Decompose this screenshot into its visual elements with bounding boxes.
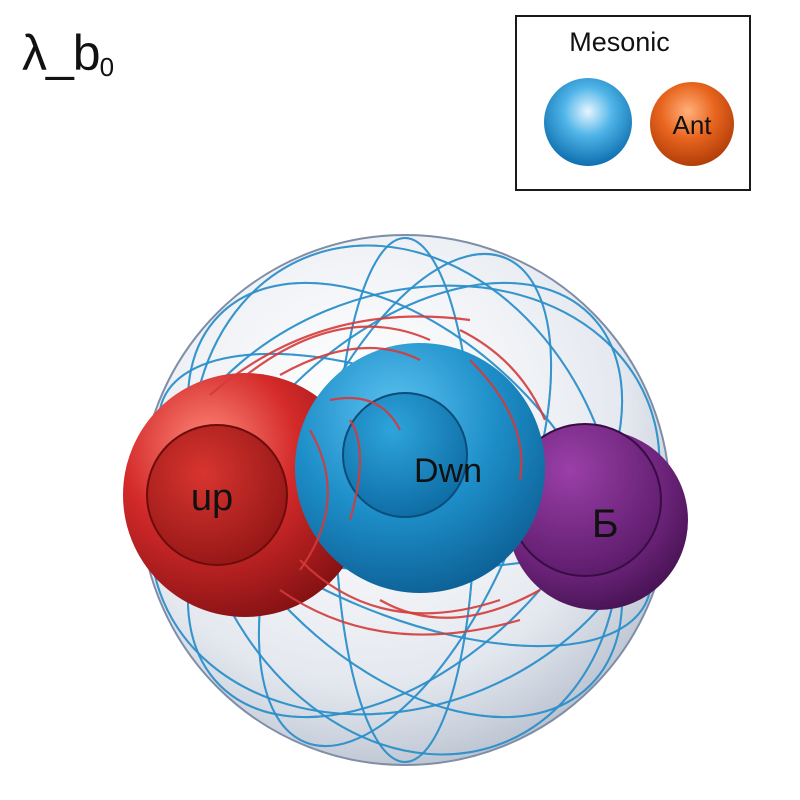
field-line (239, 325, 431, 381)
title-main: λ_b (22, 25, 101, 81)
shell-line (186, 281, 624, 719)
quark-up-core (146, 424, 288, 566)
title-subscript: 0 (99, 52, 115, 82)
field-line (459, 329, 547, 421)
legend-swatch-ant (650, 82, 734, 166)
legend-swatches: Ant (544, 78, 734, 166)
field-line (279, 589, 521, 636)
quark-down: Dwn (295, 343, 545, 593)
quark-up-label: up (191, 477, 233, 519)
legend-title: Mesonic (569, 27, 670, 57)
field-line (299, 429, 329, 571)
legend-swatch-meson (544, 78, 632, 166)
field-line (469, 359, 523, 481)
field-line (279, 346, 421, 376)
legend: Mesonic Ant (515, 15, 751, 191)
quark-down-core (342, 392, 468, 518)
field-line (379, 589, 541, 619)
diagram-title: λ_b0 (22, 25, 115, 82)
legend-label-ant: Ant (672, 110, 712, 140)
field-line (209, 315, 471, 396)
quark-other: Ƃ (508, 423, 688, 610)
field-line (348, 419, 362, 521)
gluon-field-lines (209, 315, 547, 636)
quark-down-label: Dwn (414, 452, 482, 490)
field-line (299, 559, 501, 615)
field-line (329, 396, 401, 431)
quark-other-label: Ƃ (592, 502, 618, 546)
shell-line (149, 284, 661, 716)
